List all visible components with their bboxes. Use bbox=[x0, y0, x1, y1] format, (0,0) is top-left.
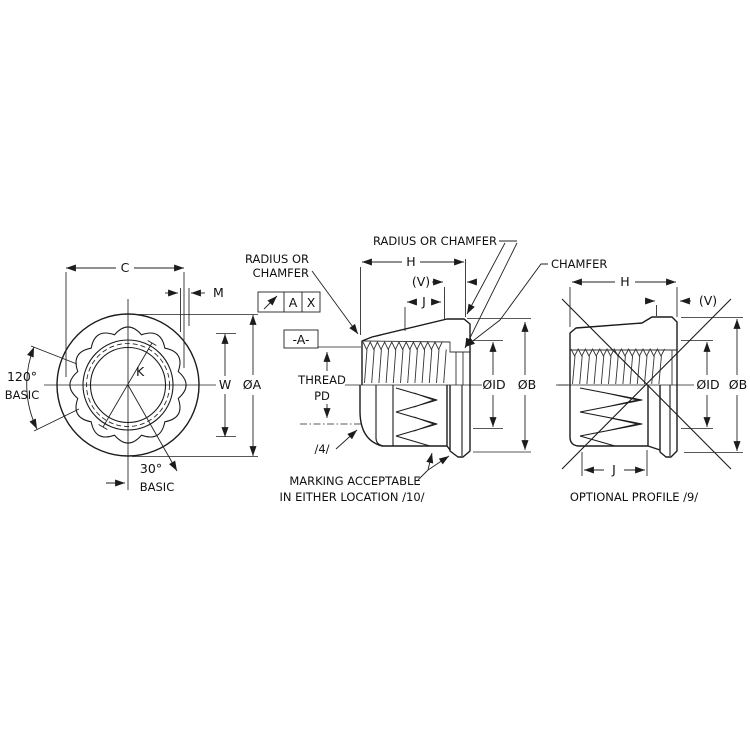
dim-h-label: H bbox=[406, 254, 415, 269]
left-view: K 30° BASIC 120° BASIC C M bbox=[5, 260, 262, 494]
dim-h-middle: H bbox=[360, 254, 466, 335]
gdt-annotations: A X -A- THREAD PD bbox=[257, 291, 361, 425]
radius-or-chamfer-top-label: RADIUS OR CHAMFER bbox=[373, 234, 497, 248]
radius-or-chamfer-left-line2: CHAMFER bbox=[253, 266, 309, 280]
dim-c-label: C bbox=[121, 260, 130, 275]
fcf-datum-label: A bbox=[289, 295, 298, 310]
radius-or-chamfer-left-line1: RADIUS OR bbox=[245, 252, 309, 266]
outline-upper bbox=[569, 316, 678, 385]
dim-j-label: J bbox=[611, 462, 616, 477]
pilot-chamfer-lines bbox=[375, 385, 463, 456]
dim-dia-b-right: ØB bbox=[681, 317, 747, 453]
dim-c: C bbox=[65, 260, 185, 377]
dim-dia-b-middle: ØB bbox=[467, 318, 536, 453]
leader-radius-or-chamfer-left: RADIUS OR CHAMFER bbox=[245, 252, 359, 335]
thread-major-circle bbox=[82, 339, 174, 431]
section-hatch bbox=[569, 316, 678, 351]
dim-dia-id-label: ØID bbox=[696, 377, 719, 392]
dim-v-label: (V) bbox=[699, 293, 717, 308]
dim-dia-id-middle: ØID bbox=[473, 340, 506, 429]
dim-m-label: M bbox=[213, 285, 224, 300]
dim-dia-b-label: ØB bbox=[518, 377, 536, 392]
datum-a-flag bbox=[283, 329, 319, 349]
thread-pd-callout: THREAD PD bbox=[297, 352, 361, 425]
dim-v-middle: (V) bbox=[412, 274, 477, 320]
dim-j-right: J bbox=[581, 450, 648, 477]
feature-control-frame bbox=[257, 291, 321, 313]
dim-angle-120: 120° BASIC bbox=[5, 345, 80, 432]
runout-symbol-icon bbox=[263, 295, 278, 310]
thread-crest-profile bbox=[362, 340, 443, 351]
dim-dia-a-label: ØA bbox=[243, 377, 262, 392]
dim-j-label: J bbox=[421, 294, 426, 309]
dim-h-right: H bbox=[569, 274, 678, 327]
marking-note: MARKING ACCEPTABLE IN EITHER LOCATION /1… bbox=[279, 452, 450, 504]
datum-a-label: -A- bbox=[292, 332, 309, 347]
thread-flank-lines bbox=[572, 355, 662, 385]
outline-lower bbox=[359, 385, 471, 458]
angle-120-label: 120° bbox=[7, 369, 37, 384]
knurl-chevrons bbox=[395, 387, 438, 447]
twelve-point-profile bbox=[69, 326, 187, 444]
middle-view: H (V) J ØID ØB R bbox=[245, 234, 607, 504]
thread-minor-circle bbox=[89, 346, 167, 424]
dim-k: K bbox=[98, 340, 157, 430]
knurl-chevrons bbox=[579, 387, 643, 447]
dim-dia-b-label: ØB bbox=[729, 377, 747, 392]
angle-120-basic-label: BASIC bbox=[5, 388, 39, 402]
leader-chamfer: CHAMFER bbox=[464, 257, 607, 348]
outline-upper bbox=[361, 318, 471, 385]
dim-w-label: W bbox=[219, 377, 231, 392]
thread-pitch-circle-dashed bbox=[86, 343, 170, 427]
thread-pd-label-line2: PD bbox=[314, 389, 330, 403]
optional-profile-caption: OPTIONAL PROFILE /9/ bbox=[570, 490, 698, 504]
thread-pd-label-line1: THREAD bbox=[297, 373, 346, 387]
outline-lower bbox=[569, 385, 678, 458]
flange-outer-circle bbox=[56, 313, 200, 457]
note-4: /4/ bbox=[314, 429, 358, 456]
right-view: H (V) ØID ØB J OPTIONAL PROF bbox=[558, 274, 747, 504]
marking-note-line1: MARKING ACCEPTABLE bbox=[289, 474, 420, 488]
angle-30-label: 30° bbox=[140, 461, 162, 476]
fcf-tolerance-label: X bbox=[307, 295, 316, 310]
dim-m: M bbox=[165, 285, 224, 332]
dim-v-right: (V) bbox=[645, 293, 717, 316]
cross-out-x bbox=[561, 298, 732, 470]
dim-w: W bbox=[216, 333, 236, 437]
marking-note-line2: IN EITHER LOCATION /10/ bbox=[279, 490, 424, 504]
note-4-label: /4/ bbox=[314, 442, 329, 456]
dim-dia-id-label: ØID bbox=[482, 377, 505, 392]
flange-bore-lines bbox=[455, 352, 464, 385]
angle-30-basic-label: BASIC bbox=[140, 480, 174, 494]
dim-h-label: H bbox=[620, 274, 629, 289]
dim-dia-id-right: ØID bbox=[681, 340, 720, 429]
thread-flank-lines bbox=[364, 349, 447, 384]
dim-dia-a: ØA bbox=[132, 314, 262, 457]
dim-k-label: K bbox=[136, 364, 145, 379]
chamfer-label: CHAMFER bbox=[551, 257, 607, 271]
dim-j-middle: J bbox=[404, 294, 441, 331]
leader-radius-or-chamfer-top: RADIUS OR CHAMFER bbox=[373, 234, 518, 349]
dim-v-label: (V) bbox=[412, 274, 430, 289]
